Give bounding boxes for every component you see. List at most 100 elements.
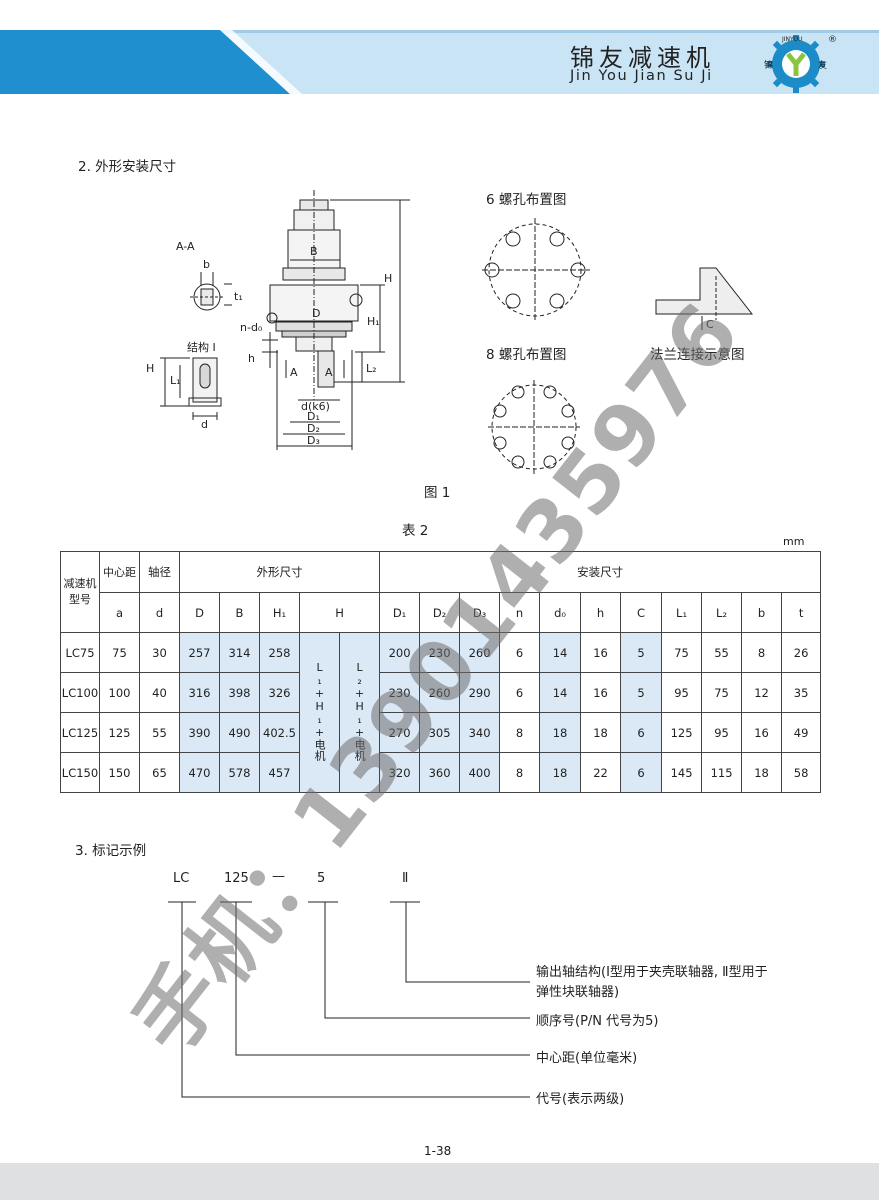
cell-d0: 18 xyxy=(539,752,582,793)
cell-b: 16 xyxy=(741,712,783,753)
cell-t: 35 xyxy=(781,672,822,713)
bolt8-title: 8 螺孔布置图 xyxy=(486,347,567,363)
desc-center-distance: 中心距(单位毫米) xyxy=(536,1051,638,1066)
figure-1-drawing: A-A b t₁ 结构 Ⅰ H L₁ d B D H H₁ L₂ n-d₀ h … xyxy=(146,190,754,474)
desc-sequence: 顺序号(P/N 代号为5) xyxy=(536,1014,659,1029)
cell-a: 150 xyxy=(99,752,140,793)
cell-B: 398 xyxy=(219,672,260,713)
subheader-d0: d₀ xyxy=(539,592,582,633)
figure-caption: 图 1 xyxy=(424,485,451,501)
h-formula-2-text: L₂+H₁+电机 xyxy=(353,661,367,761)
cell-L2: 115 xyxy=(701,752,743,793)
svg-text:锦: 锦 xyxy=(764,59,773,71)
bolt6-title: 6 螺孔布置图 xyxy=(486,192,567,208)
svg-text:结构 Ⅰ: 结构 Ⅰ xyxy=(187,340,216,354)
cell-D: 257 xyxy=(179,632,220,673)
header-band xyxy=(0,30,879,94)
subheader-h: h xyxy=(580,592,622,633)
cell-B: 314 xyxy=(219,632,260,673)
cell-D: 316 xyxy=(179,672,220,713)
svg-text:d(k6): d(k6) xyxy=(301,400,330,413)
subheader-C: C xyxy=(620,592,663,633)
section-title-marking: 3. 标记示例 xyxy=(75,843,147,859)
dimensions-table: 减速机型号 中心距 轴径 外形尺寸 安装尺寸 a d D B H₁ H D₁ D… xyxy=(60,551,822,793)
svg-text:t₁: t₁ xyxy=(234,290,243,303)
subheader-t: t xyxy=(781,592,822,633)
cell-H1: 402.5 xyxy=(259,712,300,753)
cell-n: 8 xyxy=(499,712,541,753)
h-formula-1-text: L₁+H₁+电机 xyxy=(313,661,327,761)
brand-name-en: Jin You Jian Su Ji xyxy=(570,68,713,84)
svg-text:n-d₀: n-d₀ xyxy=(240,321,263,334)
cell-model: LC150 xyxy=(60,752,100,793)
subheader-D2: D₂ xyxy=(419,592,461,633)
cell-D2: 305 xyxy=(419,712,461,753)
footer-band xyxy=(0,1163,879,1200)
svg-text:H: H xyxy=(146,362,154,375)
code-dash: — xyxy=(272,869,285,884)
table-row: LC75 75 30 257 314 258 L₁+H₁+电机 L₂+H₁+电机… xyxy=(60,632,822,793)
cell-d: 40 xyxy=(139,672,180,713)
table-unit: mm xyxy=(783,535,805,548)
cell-D2: 260 xyxy=(419,672,461,713)
svg-text:友: 友 xyxy=(818,59,827,71)
cell-H1: 457 xyxy=(259,752,300,793)
cell-L1: 125 xyxy=(661,712,703,753)
cell-D1: 200 xyxy=(379,632,421,673)
cell-L1: 145 xyxy=(661,752,703,793)
svg-text:D₁: D₁ xyxy=(307,410,320,423)
cell-D1: 270 xyxy=(379,712,421,753)
cell-D: 470 xyxy=(179,752,220,793)
svg-text:C: C xyxy=(706,318,714,331)
cell-a: 125 xyxy=(99,712,140,753)
cell-D3: 260 xyxy=(459,632,501,673)
cell-b: 12 xyxy=(741,672,783,713)
header-background xyxy=(0,30,879,94)
cell-H-formula-1: L₁+H₁+电机 xyxy=(299,632,340,793)
cell-D3: 340 xyxy=(459,712,501,753)
svg-text:H: H xyxy=(384,272,392,285)
svg-text:D₂: D₂ xyxy=(307,422,320,435)
cell-D3: 290 xyxy=(459,672,501,713)
section-title-dimensions: 2. 外形安装尺寸 xyxy=(78,159,177,175)
svg-text:H₁: H₁ xyxy=(367,315,380,328)
cell-D2: 360 xyxy=(419,752,461,793)
table-row: LC150 150 65 470 578 457 320 360 400 8 1… xyxy=(60,752,822,793)
cell-a: 75 xyxy=(99,632,140,673)
svg-text:D₃: D₃ xyxy=(307,434,320,447)
svg-text:B: B xyxy=(310,245,318,258)
cell-t: 58 xyxy=(781,752,822,793)
cell-d0: 18 xyxy=(539,712,582,753)
cell-H-formula-2: L₂+H₁+电机 xyxy=(338,632,381,793)
svg-text:L₁: L₁ xyxy=(170,374,181,387)
cell-d0: 14 xyxy=(539,672,582,713)
cell-C: 5 xyxy=(620,632,663,673)
cell-L2: 95 xyxy=(701,712,743,753)
header-model: 减速机型号 xyxy=(60,551,100,633)
cell-d: 30 xyxy=(139,632,180,673)
cell-n: 6 xyxy=(499,672,541,713)
flange-title: 法兰连接示意图 xyxy=(650,347,745,363)
subheader-H1: H₁ xyxy=(259,592,300,633)
cell-h: 16 xyxy=(580,672,622,713)
page-number: 1-38 xyxy=(424,1144,452,1158)
desc-output-shaft-2: 弹性块联轴器) xyxy=(536,985,620,1000)
code-125: 125 xyxy=(224,871,249,886)
cell-model: LC125 xyxy=(60,712,100,753)
subheader-B: B xyxy=(219,592,260,633)
jinyou-logo-icon: 锦 友 JINYOU ® xyxy=(764,35,837,93)
svg-text:D: D xyxy=(312,307,320,320)
svg-text:®: ® xyxy=(828,35,837,45)
svg-text:d: d xyxy=(201,418,208,431)
svg-text:A: A xyxy=(325,366,333,379)
cell-b: 18 xyxy=(741,752,783,793)
table-title: 表 2 xyxy=(402,523,429,539)
cell-H1: 326 xyxy=(259,672,300,713)
cell-B: 578 xyxy=(219,752,260,793)
code-lc: LC xyxy=(173,871,190,886)
cell-L2: 75 xyxy=(701,672,743,713)
cell-t: 26 xyxy=(781,632,822,673)
cell-n: 8 xyxy=(499,752,541,793)
cell-H1: 258 xyxy=(259,632,300,673)
